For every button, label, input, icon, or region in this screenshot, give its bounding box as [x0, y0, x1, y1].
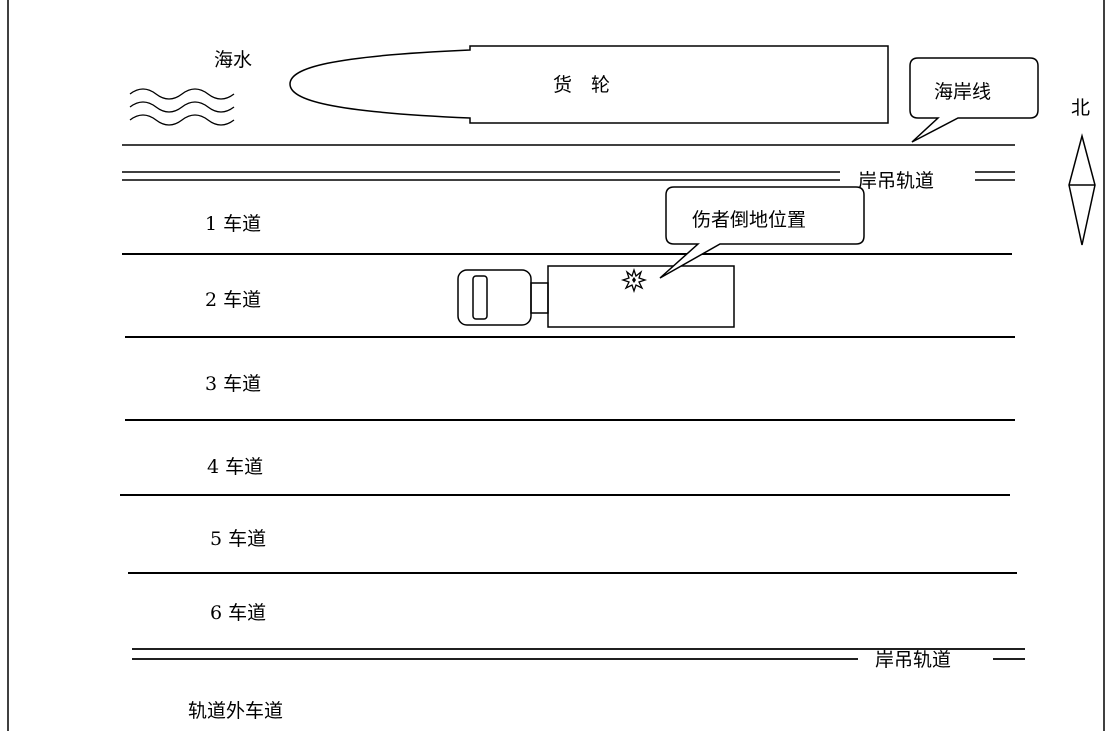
diagram-frame	[7, 0, 1105, 731]
cargo-ship-hull	[289, 45, 889, 124]
lane-label-1: 1 车道	[205, 213, 261, 235]
lane-label-5: 5 车道	[210, 528, 266, 550]
lane-label-4: 4 车道	[207, 456, 263, 478]
coastline-label: 海岸线	[934, 81, 991, 103]
crane-track-bottom-label: 岸吊轨道	[875, 649, 951, 671]
injured-location-callout	[659, 186, 865, 279]
truck-windshield	[472, 275, 488, 320]
sea-water-label: 海水	[214, 49, 252, 71]
north-arrow-icon	[1068, 133, 1096, 246]
coastline-callout	[909, 57, 1039, 143]
truck-cab	[457, 269, 532, 326]
truck-hitch	[530, 282, 549, 314]
truck-trailer	[547, 265, 735, 328]
wave-icon	[129, 88, 235, 126]
crane-track-bottom	[132, 648, 1025, 660]
north-label: 北	[1071, 97, 1090, 119]
lane-label-6: 6 车道	[210, 602, 266, 624]
injured-location-label: 伤者倒地位置	[692, 209, 806, 231]
outer-lane-label: 轨道外车道	[188, 700, 283, 722]
lane-label-2: 2 车道	[205, 289, 261, 311]
lane-label-3: 3 车道	[205, 373, 261, 395]
lane-dividers	[120, 253, 1017, 574]
crane-track-top-label: 岸吊轨道	[858, 170, 934, 192]
crane-track-top	[122, 171, 1015, 181]
cargo-ship-label: 货 轮	[553, 74, 610, 96]
truck	[457, 265, 735, 328]
